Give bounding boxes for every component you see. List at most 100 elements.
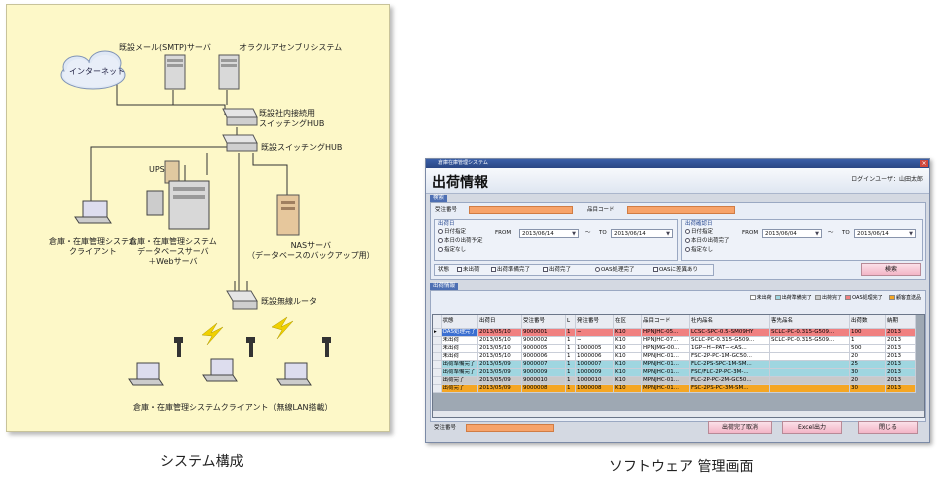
table-cell: K10 — [613, 328, 642, 337]
status-option-5[interactable]: OASに差異あり — [653, 267, 698, 274]
laptop-icon — [74, 200, 112, 224]
table-cell: 2013/05/10 — [477, 336, 522, 345]
table-cell: 9000005 — [521, 344, 566, 353]
column-header[interactable]: 発注番号 — [575, 315, 614, 329]
ups-icon — [164, 160, 180, 184]
table-cell: SCLC-PC-0.315-G509... — [769, 336, 850, 345]
search-panel: 受注番号 品目コード 出荷日 日付指定 本日の出荷予定 指定なし FROM 20… — [430, 202, 926, 280]
column-header[interactable]: 品目コード — [641, 315, 690, 329]
table-cell — [769, 384, 850, 393]
column-header[interactable]: 客先品名 — [769, 315, 850, 329]
column-header[interactable]: 納期 — [885, 315, 916, 329]
status-option-4[interactable]: OAS処理完了 — [595, 267, 635, 274]
table-cell: 2013/05/10 — [477, 352, 522, 361]
table-cell: 1000006 — [575, 352, 614, 361]
cancel-ship-button[interactable]: 出荷完了取消 — [708, 421, 772, 434]
confirm-from-date[interactable]: 2013/06/04▼ — [762, 229, 822, 238]
status-option-2[interactable]: 出荷準備完了 — [491, 267, 530, 274]
table-cell: 2013/05/10 — [477, 328, 522, 337]
status-option-3[interactable]: 出荷完了 — [543, 267, 571, 274]
table-cell — [769, 368, 850, 377]
search-button[interactable]: 検索 — [861, 263, 921, 276]
table-cell: 9000002 — [521, 336, 566, 345]
ship-from-date[interactable]: 2013/06/14▼ — [519, 229, 579, 238]
close-icon[interactable]: × — [920, 160, 928, 167]
row-selector[interactable] — [433, 352, 442, 361]
status-option-1[interactable]: 未出荷 — [457, 267, 480, 274]
table-cell: 1000007 — [575, 360, 614, 369]
table-cell: 1000009 — [575, 368, 614, 377]
table-cell: 1000008 — [575, 384, 614, 393]
column-header[interactable]: 在区 — [613, 315, 642, 329]
confirm-to-date[interactable]: 2013/06/14▼ — [854, 229, 916, 238]
confirm-date-option-3[interactable]: 指定なし — [685, 247, 713, 254]
ship-date-title: 出荷日 — [438, 221, 455, 227]
confirm-tilde: 〜 — [828, 230, 834, 236]
app-window: 倉庫在庫管理システム × 出荷情報 ログインユーザ：山田太郎 検索 受注番号 品… — [425, 158, 930, 443]
row-selector[interactable] — [433, 376, 442, 385]
login-user: ログインユーザ：山田太郎 — [851, 176, 923, 183]
ship-date-option-2[interactable]: 本日の出荷予定 — [438, 238, 483, 245]
table-cell: MPNJHC-01... — [641, 360, 690, 369]
table-cell: SCLC-PC-0.315-G509... — [689, 336, 770, 345]
table-cell: OAS処理完了 — [441, 328, 478, 337]
close-button[interactable]: 閉じる — [858, 421, 918, 434]
table-cell — [769, 352, 850, 361]
confirm-to-label: TO — [842, 230, 850, 236]
column-header[interactable]: 出荷日 — [477, 315, 522, 329]
confirm-date-title: 出荷確認日 — [685, 221, 713, 227]
confirm-date-option-1[interactable]: 日付指定 — [685, 229, 713, 236]
table-cell: 2013/05/10 — [477, 344, 522, 353]
ship-date-option-1[interactable]: 日付指定 — [438, 229, 466, 236]
scanner-icon — [174, 337, 331, 357]
column-header[interactable]: L — [565, 315, 576, 329]
column-header[interactable]: 受注番号 — [521, 315, 566, 329]
info-section-label: 出荷情報 — [430, 283, 459, 290]
row-selector[interactable] — [433, 336, 442, 345]
item-code-input[interactable] — [627, 206, 735, 214]
left-caption: システム構成 — [160, 454, 244, 470]
table-cell: MPNJHC-01... — [641, 384, 690, 393]
table-cell: 1 — [565, 376, 576, 385]
row-selector[interactable] — [433, 360, 442, 369]
column-header[interactable]: 状態 — [441, 315, 478, 329]
column-header[interactable]: 出荷数 — [849, 315, 886, 329]
ship-to-date[interactable]: 2013/06/14▼ — [611, 229, 673, 238]
table-cell: HPNJHC-05... — [641, 328, 690, 337]
table-cell: MPNJHC-01... — [641, 352, 690, 361]
row-selector[interactable] — [433, 384, 442, 393]
system-diagram-panel: インターネット 既設メール(SMTP)サーバ オラクルアセンブリシステム 既設社… — [6, 4, 390, 432]
mail-server-label: 既設メール(SMTP)サーバ — [119, 43, 211, 52]
excel-export-button[interactable]: Excel出力 — [782, 421, 842, 434]
nas-label: NASサーバ （データベースのバックアップ用） — [247, 241, 375, 260]
column-header[interactable]: 社内品名 — [689, 315, 770, 329]
row-selector[interactable]: ▸ — [433, 328, 442, 337]
order-no-input[interactable] — [469, 206, 573, 214]
horizontal-scrollbar[interactable] — [433, 410, 924, 417]
legend-item: 未出荷 — [749, 295, 772, 301]
item-code-label: 品目コード — [587, 207, 615, 213]
row-selector[interactable] — [433, 344, 442, 353]
footer-order-input[interactable] — [466, 424, 554, 432]
table-cell: 1 — [565, 352, 576, 361]
table-cell: FLC-2PS-SPC-1M-SM... — [689, 360, 770, 369]
table-cell — [769, 360, 850, 369]
ship-tilde: 〜 — [585, 230, 591, 236]
table-cell: 20 — [849, 376, 886, 385]
table-cell: 500 — [849, 344, 886, 353]
row-selector[interactable] — [433, 368, 442, 377]
ship-to-label: TO — [599, 230, 607, 236]
wireless-laptop-icon — [128, 358, 312, 386]
table-cell: 2013/05/09 — [477, 376, 522, 385]
oracle-label: オラクルアセンブリシステム — [239, 43, 343, 52]
confirm-date-option-2[interactable]: 本日の出荷完了 — [685, 238, 730, 245]
ship-date-option-3[interactable]: 指定なし — [438, 247, 466, 254]
